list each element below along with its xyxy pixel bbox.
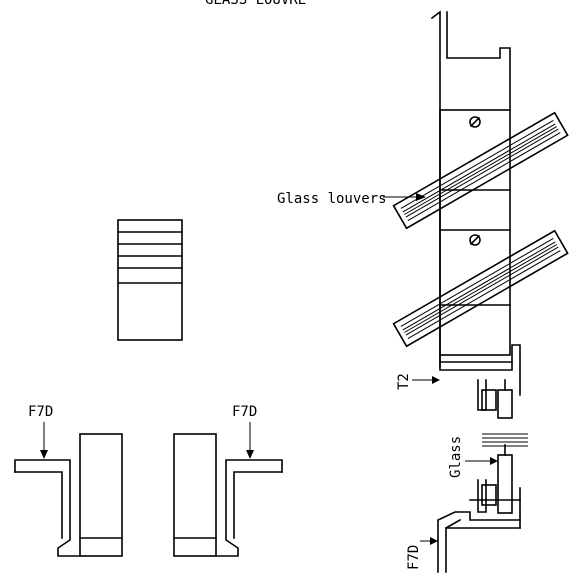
t2-label: T2 [396,373,412,390]
screw-bottom-icon [469,234,481,246]
glass-louvers-label: Glass louvers [277,191,387,207]
louver-blade-bottom [392,229,569,348]
drawing-title: GLASS LOUVRE [205,0,306,8]
frame-section-left [14,433,123,557]
glass-leader [465,457,498,465]
sash-detail [469,379,528,514]
glass-louvers-leader [383,193,426,201]
bottom-angle-section [437,487,521,573]
t2-leader [412,376,440,384]
frame-section-right [173,433,283,557]
louver-blade-top [392,111,569,230]
jamb-section [430,10,521,396]
screw-top-icon [469,116,481,128]
f7d-label-left: F7D [28,404,53,420]
glass-label: Glass [448,436,464,478]
f7d-label-bottom: F7D [406,545,422,570]
f7d-bottom-leader [420,537,438,545]
f7d-left-leader [40,422,48,459]
louver-elevation [117,219,183,341]
f7d-label-right: F7D [232,404,257,420]
f7d-right-leader [246,422,254,459]
